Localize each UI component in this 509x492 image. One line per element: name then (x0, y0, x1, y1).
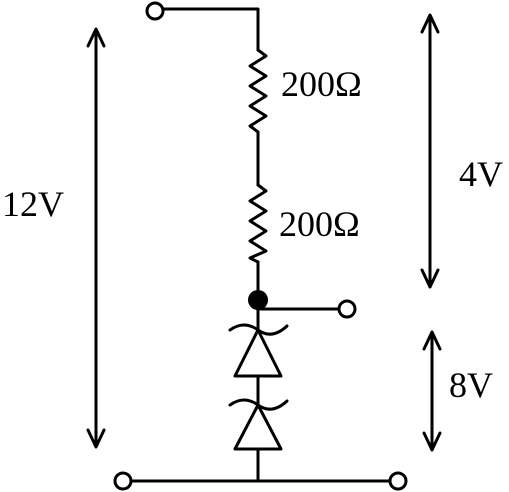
terminal-input-top (145, 1, 165, 21)
zener-voltage-label: 8V (449, 365, 493, 405)
terminal-output (337, 299, 357, 319)
zener-diode-1 (228, 323, 289, 378)
arrow-12v (86, 27, 106, 449)
arrow-8v (422, 330, 442, 452)
terminal-ground-right (388, 471, 408, 491)
resistor-1 (248, 48, 268, 134)
resistor-2 (248, 183, 268, 264)
resistor-2-label: 200Ω (279, 204, 360, 244)
top-input-wire (161, 7, 260, 52)
arrow-4v (420, 13, 440, 289)
resistor-1-label: 200Ω (281, 64, 362, 104)
zener-diode-2 (228, 398, 289, 451)
resistors-voltage-label: 4V (459, 154, 503, 194)
terminal-ground-left (113, 471, 133, 491)
total-voltage-label: 12V (2, 184, 64, 224)
junction-node (248, 290, 268, 310)
